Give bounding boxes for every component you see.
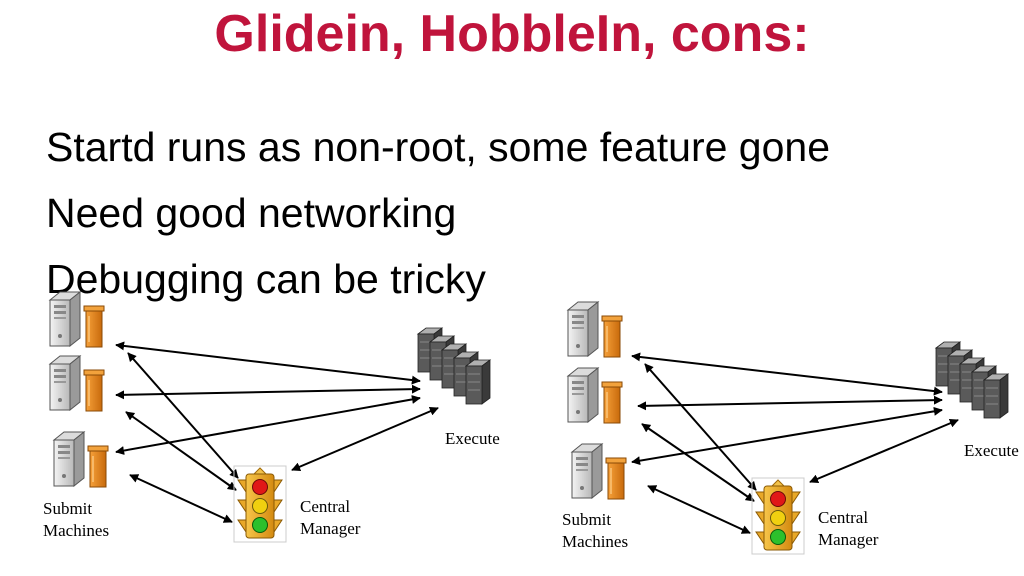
central-label-line1: Central: [300, 497, 350, 516]
submit-machine-icon: [571, 443, 627, 500]
bullet-1: Startd runs as non-root, some feature go…: [46, 124, 831, 170]
arrow-submit2-central: [641, 423, 755, 502]
submit-machine-icon: [49, 291, 105, 348]
arrow-submit3-central: [647, 485, 751, 534]
arrow-submit1-execute: [115, 341, 421, 385]
submit-label-line1: Submit: [43, 499, 92, 518]
execute-label: Execute: [445, 429, 500, 448]
diagram-right: Execute Submit Machines Central Manager: [562, 301, 1019, 555]
submit-machine-icon: [49, 355, 105, 412]
central-label-line2: Manager: [300, 519, 361, 538]
diagram-left: Execute Submit Machines Central Manager: [43, 291, 500, 543]
execute-cluster-icon: [936, 342, 1008, 418]
arrow-submit1-central: [127, 352, 239, 479]
central-manager-icon: [233, 465, 287, 543]
submit-machine-icon: [53, 431, 109, 488]
submit-label-line2: Machines: [43, 521, 109, 540]
arrow-submit3-execute: [631, 406, 943, 466]
arrows: [631, 352, 959, 534]
central-label-line1: Central: [818, 508, 868, 527]
arrow-submit1-execute: [631, 352, 943, 396]
slide-title: Glidein, HobbleIn, cons:: [214, 5, 810, 63]
bullet-2: Need good networking: [46, 190, 457, 236]
arrow-submit1-central: [644, 363, 757, 491]
arrow-central-execute: [291, 407, 439, 471]
execute-cluster-icon: [418, 328, 490, 404]
arrow-submit2-central: [125, 411, 237, 491]
arrow-submit2-execute: [637, 395, 943, 411]
submit-machine-icon: [567, 301, 623, 358]
arrow-submit3-execute: [115, 394, 421, 456]
central-manager-icon: [751, 477, 805, 555]
arrow-central-execute: [809, 418, 959, 484]
arrows: [115, 341, 439, 523]
arrow-submit3-central: [129, 474, 233, 523]
central-label-line2: Manager: [818, 530, 879, 549]
submit-label-line2: Machines: [562, 532, 628, 551]
submit-machine-icon: [567, 367, 623, 424]
execute-label: Execute: [964, 441, 1019, 460]
submit-label-line1: Submit: [562, 510, 611, 529]
bullet-3: Debugging can be tricky: [46, 256, 486, 302]
